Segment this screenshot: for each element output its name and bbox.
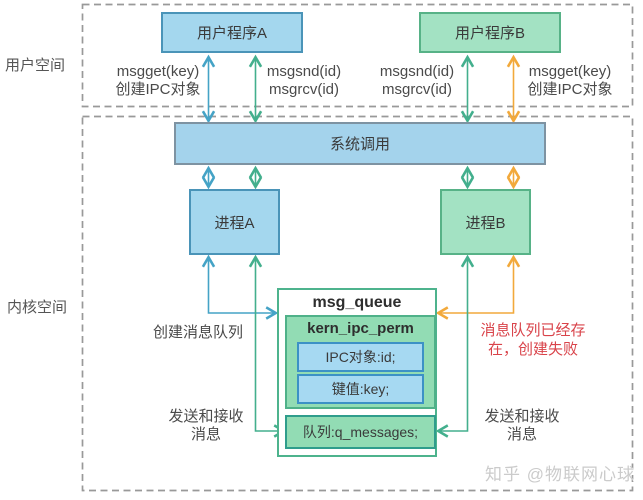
- ipc-object-id-label: IPC对象:id;: [325, 349, 396, 365]
- kernel-space-label: 内核空间: [7, 299, 68, 316]
- call-label-line: msgget(key): [528, 63, 612, 80]
- send-receive-line: 消息: [506, 426, 537, 443]
- process-b-label: 进程B: [465, 214, 506, 232]
- zhihu-watermark: 知乎 @物联网心球: [485, 465, 635, 484]
- process-a-box: 进程A: [189, 189, 280, 255]
- call-label-msgsnd-b: msgsnd(id) msgrcv(id): [366, 63, 468, 99]
- q-messages-field: 队列:q_messages;: [285, 415, 436, 449]
- msg-queue-title: msg_queue: [312, 294, 402, 311]
- user-space-label: 用户空间: [5, 57, 66, 74]
- key-field: 键值:key;: [297, 374, 424, 404]
- call-label-line: msgsnd(id): [379, 63, 455, 80]
- call-label-line: msgrcv(id): [269, 81, 339, 98]
- queue-exists-error-label: 消息队列已经存 在，创建失败: [468, 321, 598, 359]
- msg-queue-box: msg_queue kern_ipc_perm IPC对象:id; 键值:key…: [277, 288, 437, 457]
- send-receive-line: 消息: [190, 426, 221, 443]
- call-label-msgget-b: msgget(key) 创建IPC对象: [507, 63, 633, 99]
- key-field-label: 键值:key;: [331, 381, 390, 397]
- error-line: 消息队列已经存: [480, 322, 586, 339]
- error-line: 在，创建失败: [487, 341, 578, 358]
- call-label-line: msgget(key): [116, 63, 200, 80]
- ipc-object-id-field: IPC对象:id;: [297, 342, 424, 372]
- call-label-line: 创建IPC对象: [527, 81, 613, 98]
- create-queue-label: 创建消息队列: [152, 324, 243, 341]
- user-program-a-label: 用户程序A: [196, 25, 267, 42]
- kern-ipc-perm-title: kern_ipc_perm: [307, 320, 414, 337]
- call-label-line: msgrcv(id): [382, 81, 452, 98]
- user-program-b-box: 用户程序B: [419, 12, 561, 53]
- process-a-label: 进程A: [214, 214, 255, 232]
- send-receive-right-label: 发送和接收 消息: [462, 408, 582, 444]
- send-receive-line: 发送和接收: [484, 408, 560, 425]
- call-label-msgsnd-a: msgsnd(id) msgrcv(id): [253, 63, 355, 99]
- call-label-line: msgsnd(id): [266, 63, 342, 80]
- arrow-create-queue-fail: [435, 254, 521, 320]
- arrow-send-receive-right: [435, 254, 475, 438]
- user-program-a-box: 用户程序A: [161, 12, 303, 53]
- syscall-bar-label: 系统调用: [329, 136, 390, 153]
- call-label-line: 创建IPC对象: [115, 81, 201, 98]
- send-receive-left-label: 发送和接收 消息: [146, 408, 266, 444]
- kern-ipc-perm-box: kern_ipc_perm IPC对象:id; 键值:key;: [285, 315, 436, 409]
- send-receive-line: 发送和接收: [168, 408, 244, 425]
- syscall-bar: 系统调用: [174, 122, 546, 165]
- arrow-create-queue: [201, 254, 279, 320]
- process-b-box: 进程B: [440, 189, 531, 255]
- user-program-b-label: 用户程序B: [454, 25, 525, 42]
- call-label-msgget-a: msgget(key) 创建IPC对象: [95, 63, 221, 99]
- q-messages-label: 队列:q_messages;: [302, 424, 419, 440]
